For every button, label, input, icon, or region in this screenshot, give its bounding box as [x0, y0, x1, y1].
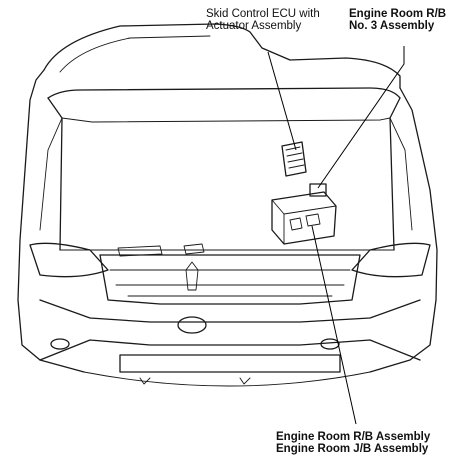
engine-bay-inner	[59, 117, 395, 251]
label-skid-control-line2: Actuator Assembly	[206, 20, 302, 32]
bumper-intake	[119, 354, 341, 373]
bumper-upper	[39, 299, 421, 323]
label-rb-no3-line2: No. 3 Assembly	[349, 20, 435, 32]
hood-rim	[47, 87, 401, 99]
roof-edge	[59, 35, 211, 73]
skid-control-ecu-part	[281, 141, 307, 177]
label-rb-jb-line1: Engine Room R/B Assembly	[276, 431, 431, 443]
bumper-lower	[39, 339, 421, 361]
leader-skid-control	[267, 51, 297, 151]
bay-left-strut	[39, 117, 63, 231]
grille-outline	[99, 254, 361, 305]
leader-rb-jb	[311, 225, 357, 425]
hood-center-ornament	[185, 261, 199, 291]
tow-hook-right	[239, 377, 251, 385]
body-left-side	[17, 69, 85, 373]
label-rb-no3-line1: Engine Room R/B	[349, 8, 447, 20]
engine-room-rb-jb-part	[271, 191, 337, 245]
right-fog-light	[320, 338, 340, 350]
left-fog-light	[50, 338, 70, 350]
bumper-lip	[83, 371, 371, 387]
bay-center-item	[183, 243, 205, 255]
front-emblem	[177, 316, 207, 334]
leader-rb-no3	[317, 46, 405, 189]
left-headlight	[29, 242, 109, 278]
windshield-outline	[43, 23, 401, 89]
body-right-side	[369, 87, 438, 373]
bay-left-item	[117, 245, 163, 257]
right-headlight	[351, 242, 431, 278]
label-rb-jb-line2: Engine Room J/B Assembly	[276, 443, 429, 455]
label-skid-control-line1: Skid Control ECU with	[206, 8, 320, 20]
tow-hook-left	[139, 377, 151, 385]
bay-right-strut	[389, 117, 413, 231]
